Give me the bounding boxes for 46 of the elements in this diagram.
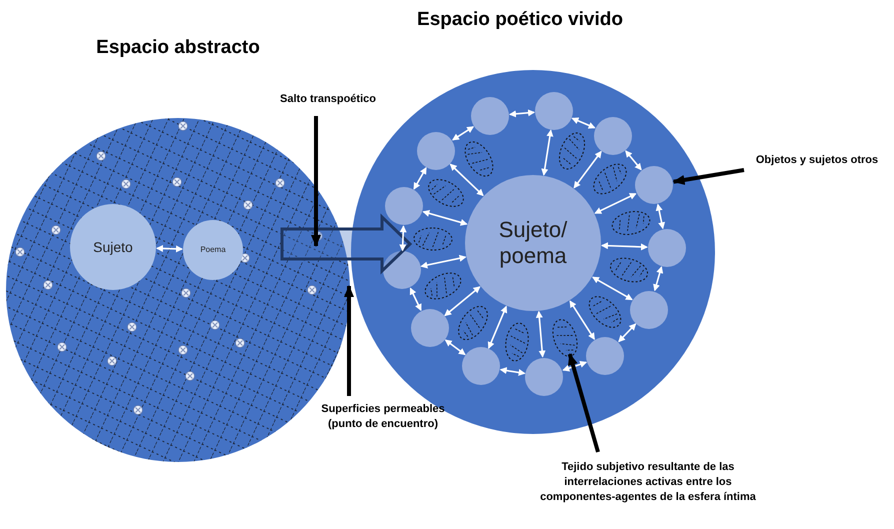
double-arrow	[656, 204, 666, 230]
double-arrow	[625, 150, 642, 170]
double-arrow	[569, 300, 595, 340]
double-arrow	[574, 150, 602, 188]
circle-label: Sujeto	[93, 238, 133, 256]
leader-arrow	[568, 353, 600, 453]
circle-label: Sujeto/ poema	[498, 216, 568, 270]
double-arrow	[594, 193, 637, 214]
circle-label: Poema	[200, 245, 226, 255]
double-arrow	[452, 126, 474, 140]
double-arrow	[410, 287, 422, 312]
tissue-blob	[430, 177, 462, 210]
double-arrow	[413, 167, 427, 190]
double-arrow	[571, 118, 596, 129]
double-arrow	[541, 129, 554, 176]
double-arrow	[420, 254, 466, 268]
leader-arrow	[672, 168, 744, 185]
double-arrow	[508, 109, 536, 118]
double-arrow	[422, 210, 468, 226]
double-arrow	[592, 276, 633, 300]
tissue-blob	[589, 296, 622, 328]
double-arrow	[399, 225, 407, 252]
double-arrow	[450, 164, 484, 196]
tissue-blob	[463, 142, 496, 175]
double-arrow	[444, 286, 480, 316]
double-arrow	[618, 323, 636, 342]
block-arrow	[280, 213, 412, 275]
circle-heading: Espacio poético vivido	[416, 8, 624, 32]
double-arrow	[488, 306, 508, 349]
double-arrow	[536, 310, 546, 358]
double-arrow	[444, 339, 466, 356]
double-arrow	[156, 245, 184, 252]
tissue-blob	[457, 307, 490, 340]
callout-text: Objetos y sujetos otros	[740, 153, 894, 168]
double-arrow	[500, 367, 526, 376]
leader-arrow	[344, 285, 354, 396]
callout-text: Tejido subjetivo resultante de las interrelaciones activas entre los componentes-agentes de la esfera íntima	[528, 460, 768, 505]
tissue-blob	[594, 163, 626, 196]
callout-text: Superficies permeables (punto de encuentro)	[308, 402, 458, 432]
double-arrow	[653, 266, 664, 292]
callout-text: Salto transpoético	[258, 92, 398, 107]
circle-heading: Espacio abstracto	[95, 36, 261, 60]
tissue-blob	[426, 270, 459, 302]
double-arrow	[600, 242, 648, 250]
leader-arrow	[311, 116, 321, 247]
double-arrow	[562, 360, 588, 372]
